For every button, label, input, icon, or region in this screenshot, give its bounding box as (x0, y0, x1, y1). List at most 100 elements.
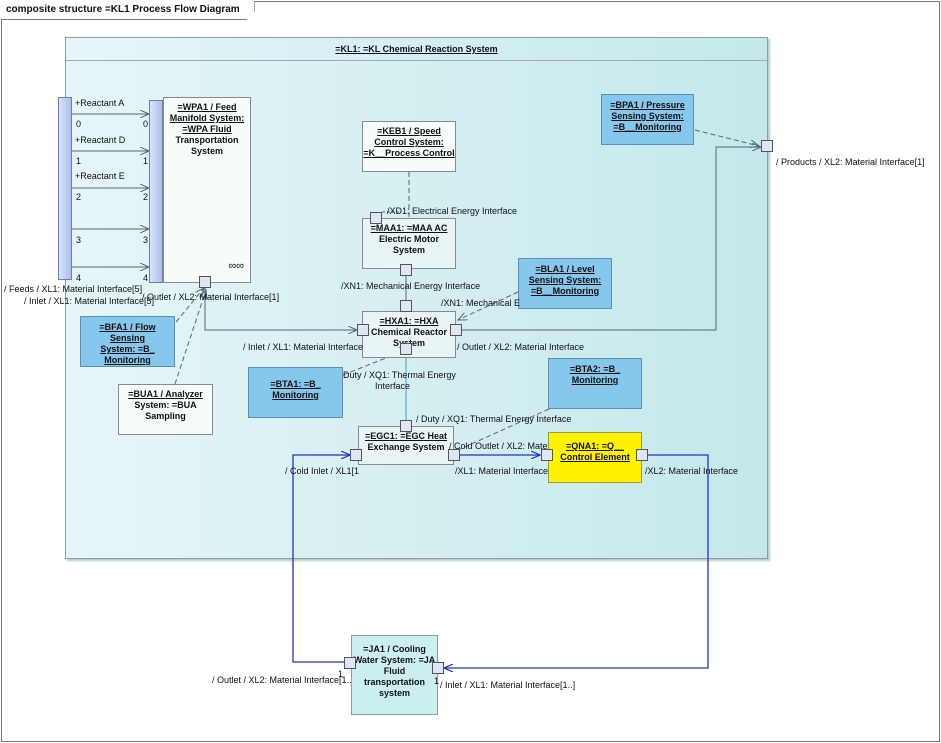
bua1-analyzer-block[interactable]: =BUA1 / Analyzer System: =BUA Sampling (118, 384, 213, 435)
keb1-speed-control-block[interactable]: =KEB1 / Speed Control System: =K__Proces… (362, 121, 456, 172)
maa-xn1-port[interactable] (400, 264, 412, 276)
bfa1-line-3: Monitoring (104, 355, 151, 365)
maa1-motor-block[interactable]: =MAA1: =MAA AC Electric Motor System (362, 218, 456, 269)
ja1-line-3: Fluid (383, 666, 406, 676)
qna-xl1-port[interactable] (541, 449, 553, 461)
bta2-monitoring-block[interactable]: =BTA2: =B_ Monitoring (548, 358, 642, 409)
bla1-line-3: =B__Monitoring (530, 286, 600, 296)
wpa1-feed-manifold-block[interactable]: =WPA1 / Feed Manifold System: =WPA Fluid… (163, 97, 251, 283)
egc1-line-2: Exchange System (367, 442, 445, 452)
bta2-line-2: Monitoring (571, 375, 619, 385)
feed-index-2: 2 (76, 192, 82, 202)
hxa-xn1-label: /XN1: Mechanical E (441, 298, 521, 308)
ja1-line-5: system (378, 688, 411, 698)
qna1-line-1: =QNA1: =Q__ (565, 441, 625, 451)
hxa1-line-1: =HXA1: =HXA (379, 316, 439, 326)
egc-duty-label: / Duty / XQ1: Thermal Energy Interface (416, 414, 572, 424)
wpa-inlet-port-bar[interactable] (149, 100, 163, 283)
bla1-line-2: Sensing System: (528, 275, 602, 285)
bua1-line-3: Sampling (145, 411, 186, 421)
qna1-control-element-block[interactable]: =QNA1: =Q__ Control Element (548, 432, 642, 483)
ja-outlet-multiplicity: 1 (338, 669, 344, 679)
hxa-duty-port[interactable] (400, 343, 412, 355)
reactant-d-label: +Reactant D (75, 135, 126, 145)
ja-outlet-label: / Outlet / XL2: Material Interface[1.. (212, 675, 352, 685)
ja1-line-2: Water System: =JA (353, 655, 436, 665)
link-glasses-icon: ∞∞ (228, 260, 244, 272)
egc-cold-outlet-port[interactable] (448, 449, 460, 461)
bta1-line-2: Monitoring (272, 390, 319, 400)
wpa1-line-2: Manifold System: (169, 113, 245, 123)
bua1-line-1: =BUA1 / Analyzer (128, 389, 203, 399)
reactant-a-label: +Reactant A (75, 98, 125, 108)
bta1-line-1: =BTA1: =B_ (270, 379, 321, 389)
maa-xd1-port[interactable] (370, 212, 382, 224)
wpa-index-1: 1 (143, 156, 149, 166)
bla1-level-sensing-block[interactable]: =BLA1 / Level Sensing System: =B__Monito… (518, 258, 612, 309)
wpa-outlet-label: / Outlet / XL2: Material Interface[1] (142, 292, 280, 302)
bta1-monitoring-block[interactable]: =BTA1: =B_ Monitoring (248, 367, 343, 418)
cold-outlet-label: / Cold Outlet / XL2: Mate (449, 441, 548, 451)
ja-inlet-label: / Inlet / XL1: Material Interface[1..] (440, 680, 576, 690)
cold-inlet-label: / Cold Inlet / XL1[1 (285, 466, 360, 476)
qna-xl1-label: /XL1: Material Interface (455, 466, 549, 476)
system-title: =KL1: =KL Chemical Reaction System (66, 38, 767, 61)
wpa-index-3: 3 (143, 235, 149, 245)
wpa-inlet-label: / Inlet / XL1: Material Interface[5] (24, 296, 155, 306)
ja1-cooling-water-block[interactable]: =JA1 / Cooling Water System: =JA Fluid t… (351, 635, 438, 715)
wpa-index-4: 4 (143, 273, 149, 283)
egc-duty-port[interactable] (400, 420, 412, 432)
maa1-line-2: Electric Motor (378, 234, 439, 244)
hxa-outlet-label: / Outlet / XL2: Material Interface (457, 342, 585, 352)
maa1-line-1: =MAA1: =MAA AC (370, 223, 448, 233)
qna-xl2-port[interactable] (636, 449, 648, 461)
hxa-duty-label-1: Duty / XQ1: Thermal Energy (343, 370, 456, 380)
hxa-inlet-label: / Inlet / XL1: Material Interface (243, 342, 364, 352)
feed-index-4: 4 (76, 273, 82, 283)
bpa1-line-1: =BPA1 / Pressure (610, 100, 685, 110)
qna1-line-2: Control Element (560, 452, 630, 462)
hxa-duty-label-2: Interface (375, 381, 411, 391)
wpa-outlet-port[interactable] (199, 276, 211, 288)
products-label: / Products / XL2: Material Interface[1] (776, 157, 925, 167)
feeds-port-bar[interactable] (58, 97, 72, 280)
keb1-line-2: Control System: (374, 137, 444, 147)
bta2-line-1: =BTA2: =B_ (569, 364, 621, 374)
bla1-line-1: =BLA1 / Level (535, 264, 595, 274)
reactant-e-label: +Reactant E (75, 171, 125, 181)
feed-index-3: 3 (76, 235, 82, 245)
maa1-line-3: System (392, 245, 426, 255)
hxa-outlet-port[interactable] (450, 324, 462, 336)
products-port[interactable] (761, 140, 773, 152)
feed-index-0: 0 (76, 119, 82, 129)
wpa1-line-4: Transportation (175, 135, 239, 145)
ja-inlet-multiplicity: 1 (434, 676, 440, 686)
hxa1-line-2: Chemical Reactor (370, 327, 448, 337)
wpa1-line-1: =WPA1 / Feed (177, 102, 237, 112)
egc1-line-1: =EGC1: =EGC Heat (364, 431, 448, 441)
maa-xn1-label: /XN1: Mechanical Energy Interface (341, 281, 481, 291)
wpa1-line-3: =WPA Fluid (182, 124, 232, 134)
bfa1-flow-sensing-block[interactable]: =BFA1 / Flow Sensing System: =B_ Monitor… (80, 316, 175, 367)
egc1-heat-exchange-block[interactable]: =EGC1: =EGC Heat Exchange System (358, 426, 454, 465)
keb1-line-3: =K__Process Control (363, 148, 455, 158)
ja-inlet-port[interactable] (432, 662, 444, 674)
qna-xl2-label: /XL2: Material Interface (645, 466, 739, 476)
egc-cold-inlet-port[interactable] (350, 449, 362, 461)
wpa1-line-5: System (190, 146, 224, 156)
bpa1-line-2: Sensing System: (611, 111, 684, 121)
feed-index-1: 1 (76, 156, 82, 166)
ja1-line-1: =JA1 / Cooling (363, 644, 426, 654)
wpa-index-0: 0 (143, 119, 149, 129)
wpa-index-2: 2 (143, 192, 149, 202)
bpa1-pressure-sensing-block[interactable]: =BPA1 / Pressure Sensing System: =B__Mon… (601, 94, 694, 145)
ja1-line-4: transportation (363, 677, 425, 687)
xd1-label: /XD1: Electrical Energy Interface (387, 206, 518, 216)
diagram-title: composite structure =KL1 Process Flow Di… (1, 1, 255, 20)
ja-outlet-port[interactable] (344, 657, 356, 669)
bua1-line-2: System: =BUA (134, 400, 197, 410)
hxa-xn1-port[interactable] (400, 300, 412, 312)
hxa-inlet-port[interactable] (357, 324, 369, 336)
